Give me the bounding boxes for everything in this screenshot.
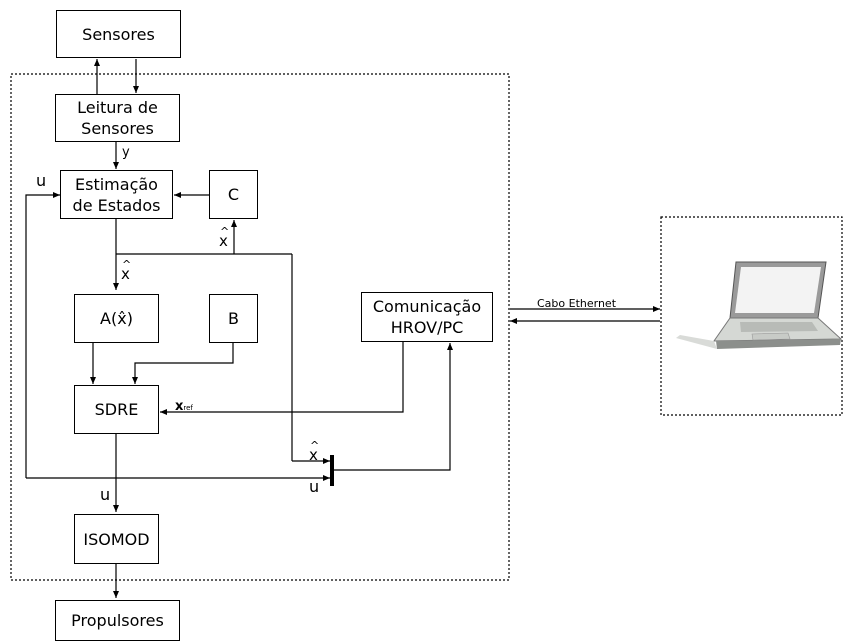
label-u-to-isomod: u: [100, 485, 111, 504]
arrow-b-to-sdre: [132, 343, 234, 384]
block-a: A(x̂): [74, 294, 159, 343]
mux-bar: [330, 455, 334, 486]
label-y: y: [122, 145, 130, 160]
block-b: B: [209, 294, 258, 343]
block-comunicacao: Comunicação HROV/PC: [361, 292, 493, 342]
hrov-boundary: [10, 73, 510, 581]
label-xhat-down: ^x: [121, 258, 132, 283]
pc-boundary: [660, 216, 843, 416]
label-cabo-ethernet: Cabo Ethernet: [537, 297, 617, 310]
block-sensores: Sensores: [56, 10, 181, 58]
block-estimacao-de-estados: Estimação de Estados: [60, 170, 173, 219]
arrow-xref-to-sdre: [160, 342, 404, 415]
label-xhat-mux: ^x: [309, 439, 320, 464]
block-c: C: [209, 170, 258, 219]
label-xhat-to-c: ^x: [219, 225, 230, 250]
block-isomod: ISOMOD: [74, 514, 159, 564]
arrow-mux-to-comunicacao: [334, 343, 453, 471]
block-propulsores: Propulsores: [55, 600, 180, 641]
label-u-mux: u: [309, 477, 320, 496]
label-u-feedback: u: [36, 171, 47, 190]
block-leitura-de-sensores: Leitura de Sensores: [55, 94, 180, 142]
laptop-icon: [676, 261, 843, 349]
block-sdre: SDRE: [74, 385, 159, 434]
arrow-u-feedback: [25, 192, 60, 478]
label-xref: xref: [175, 399, 193, 414]
